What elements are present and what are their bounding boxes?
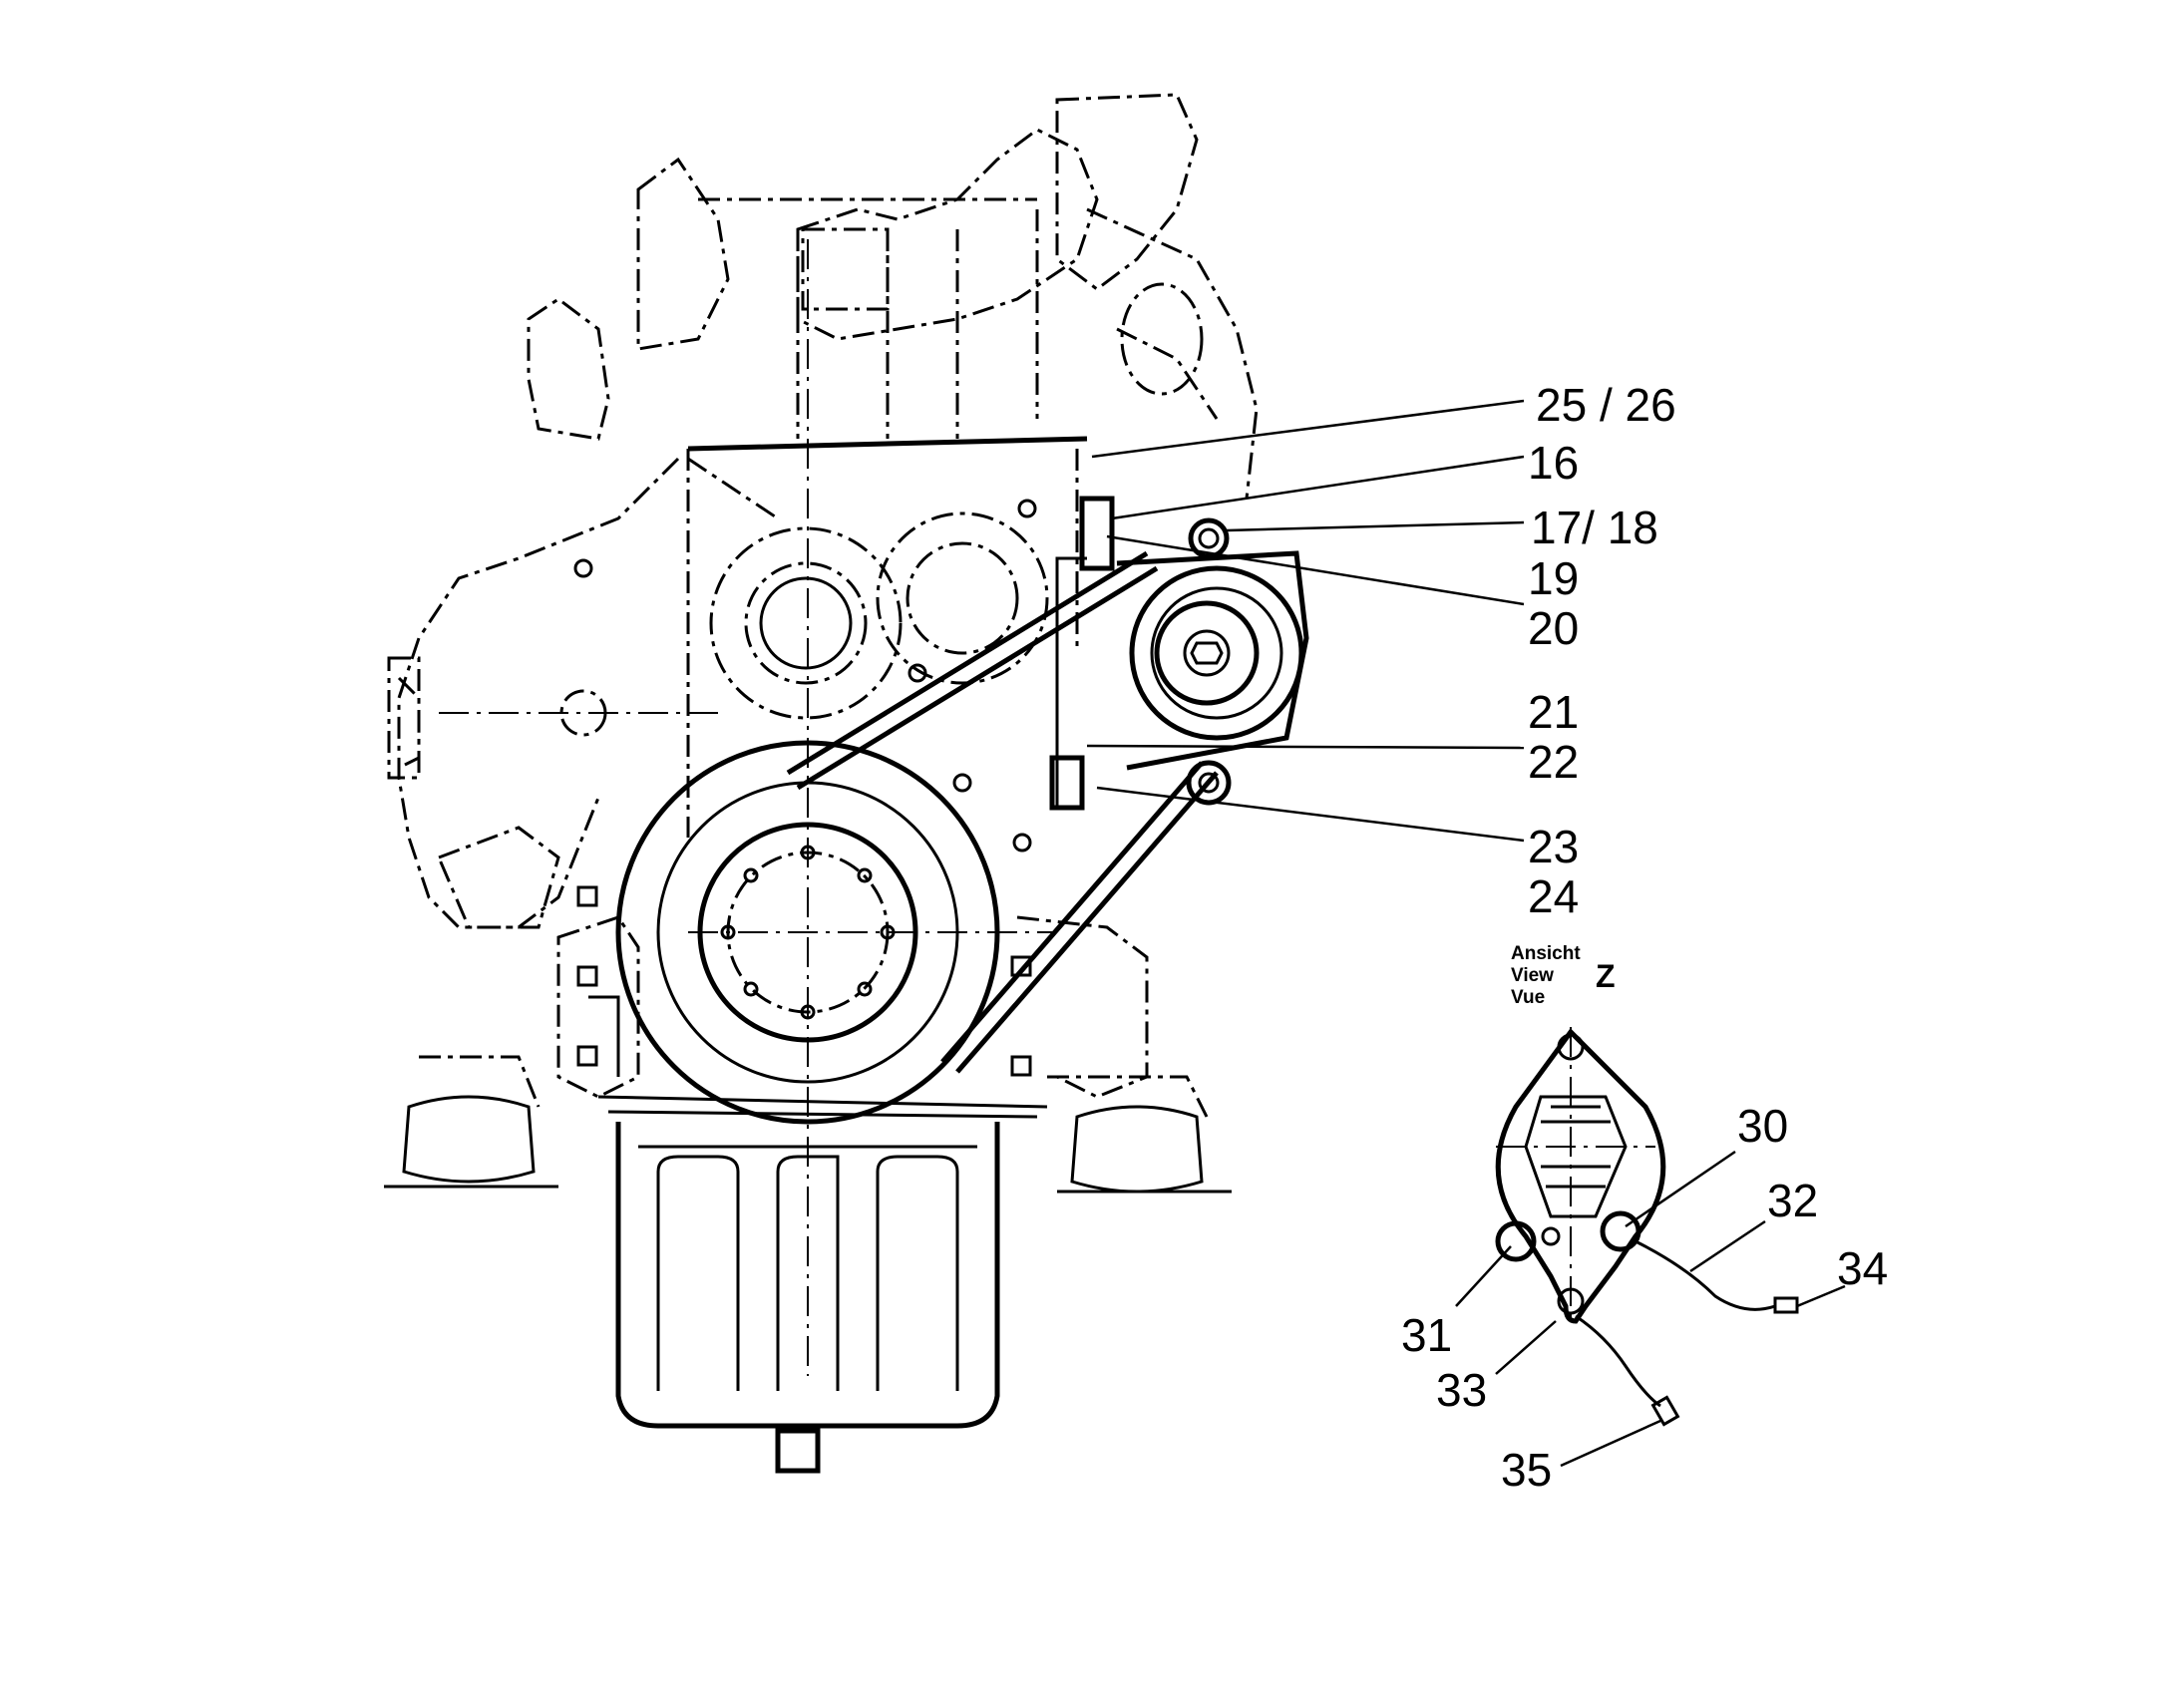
callout-19: 19 — [1528, 552, 1579, 604]
callout-31: 31 — [1401, 1309, 1452, 1361]
leader-lines-detail — [1455, 1150, 1846, 1468]
view-z-label: Ansicht View Vue Z — [1511, 943, 1616, 1008]
callout-labels: 25 / 26 16 17/ 18 19 20 21 22 23 24 30 3… — [1401, 379, 1888, 1496]
view-label-view: View — [1511, 965, 1554, 986]
view-label-ansicht: Ansicht — [1511, 943, 1581, 964]
view-label-vue: Vue — [1511, 987, 1545, 1008]
callout-25-26: 25 / 26 — [1536, 379, 1676, 431]
engine-mount-left — [384, 1055, 558, 1189]
callout-22: 22 — [1528, 736, 1579, 788]
callout-16: 16 — [1528, 437, 1579, 489]
callout-30: 30 — [1737, 1100, 1788, 1152]
callout-35: 35 — [1501, 1444, 1552, 1496]
alternator-view-z — [1495, 1027, 1799, 1427]
engine-mount-right — [1047, 1075, 1232, 1194]
engine-drawing — [384, 93, 1309, 1474]
callout-24: 24 — [1528, 870, 1579, 922]
callout-33: 33 — [1436, 1364, 1487, 1416]
callout-21: 21 — [1528, 686, 1579, 738]
callout-34: 34 — [1837, 1242, 1888, 1294]
callout-32: 32 — [1767, 1175, 1818, 1226]
callout-20: 20 — [1528, 602, 1579, 654]
callout-17-18: 17/ 18 — [1531, 502, 1658, 553]
leader-lines-main — [1086, 399, 1525, 843]
callout-23: 23 — [1528, 821, 1579, 872]
view-letter: Z — [1596, 958, 1616, 994]
